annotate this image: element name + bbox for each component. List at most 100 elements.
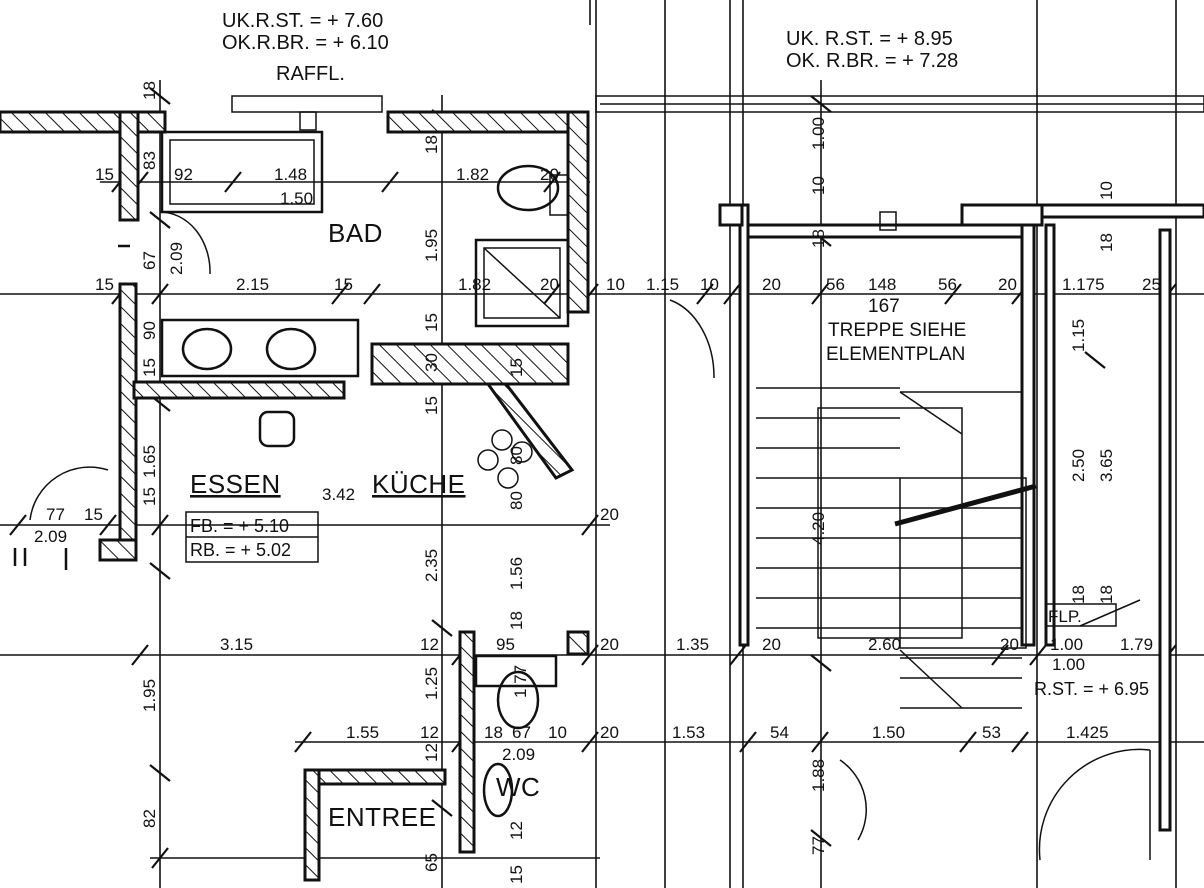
level-rst: R.ST. = + 6.95 — [1034, 679, 1149, 699]
dim-label: 20 — [998, 275, 1017, 294]
header-right-line1: UK. R.ST. = + 8.95 — [786, 28, 953, 50]
level-fb: FB. = + 5.10 — [190, 516, 289, 536]
dim-label: 15 — [95, 275, 114, 294]
dim-label: 92 — [174, 165, 193, 184]
dim-label: 1.425 — [1066, 723, 1109, 742]
dim-label: 1.15 — [646, 275, 679, 294]
dim-label: 3.15 — [220, 635, 253, 654]
dim-label: 3.65 — [1097, 449, 1116, 482]
dim-label: 12 — [420, 723, 439, 742]
bathtub — [160, 130, 324, 214]
dim-label: 1.48 — [274, 165, 307, 184]
dim-label: 4.20 — [809, 512, 828, 545]
room-label-wc: WC — [496, 772, 540, 802]
header-left-line1: UK.R.ST. = + 7.60 — [222, 10, 383, 32]
dim-label: 1.53 — [672, 723, 705, 742]
dim-label: 10 — [1097, 181, 1116, 200]
dim-label: 80 — [507, 491, 526, 510]
dim-label: 1.82 — [458, 275, 491, 294]
vertical-dimensions: 18 83 18 1.00 10 18 10 18 2.09 67 1.95 9… — [140, 81, 1116, 884]
dim-label: 77 — [46, 505, 65, 524]
dim-label: 20 — [600, 635, 619, 654]
dim-label: 15 — [422, 313, 441, 332]
dim-label: 2.15 — [236, 275, 269, 294]
dim-label: 15 — [422, 396, 441, 415]
dim-label: 2.09 — [34, 527, 67, 546]
dim-label: 1.25 — [422, 667, 441, 700]
dim-label: 1.00 — [809, 117, 828, 150]
dim-label: 1.55 — [346, 723, 379, 742]
dim-label: 67 — [512, 723, 531, 742]
dim-label: 15 — [507, 358, 526, 377]
dim-label: 1.95 — [422, 229, 441, 262]
dim-label: 2.09 — [502, 745, 535, 764]
stair-note-line1: TREPPE SIEHE — [828, 320, 966, 341]
dim-label: 2.35 — [422, 549, 441, 582]
dim-label: 10 — [606, 275, 625, 294]
header-notes: UK.R.ST. = + 7.60 OK.R.BR. = + 6.10 RAFF… — [222, 10, 958, 85]
header-left-line3: RAFFL. — [276, 63, 345, 85]
dim-label: 3.42 — [322, 485, 355, 504]
dim-label: 15 — [140, 487, 159, 506]
vanity — [160, 318, 360, 378]
dim-label: 20 — [540, 165, 559, 184]
room-label-bad: BAD — [328, 218, 383, 248]
kitchen-sink-icon — [258, 410, 296, 448]
dim-label: 65 — [422, 853, 441, 872]
dim-label: 148 — [868, 275, 896, 294]
dim-label: 1.35 — [676, 635, 709, 654]
dim-label: 30 — [422, 353, 441, 372]
dim-label: 20 — [600, 723, 619, 742]
dim-label: 83 — [140, 151, 159, 170]
walls — [0, 110, 1204, 882]
dim-label: 56 — [826, 275, 845, 294]
dim-label: 1.79 — [1120, 635, 1153, 654]
dim-label: 25 — [1142, 275, 1161, 294]
dim-label: 82 — [140, 809, 159, 828]
fixtures — [13, 95, 1204, 861]
dim-label: 1.00 — [1050, 635, 1083, 654]
dim-label: 90 — [140, 321, 159, 340]
dim-label: 18 — [809, 229, 828, 248]
room-labels: BAD ESSEN KÜCHE ENTREE WC — [190, 218, 540, 832]
stair-cut-line — [894, 483, 1037, 527]
room-label-essen: ESSEN — [190, 469, 281, 499]
dim-label: 20 — [540, 275, 559, 294]
dim-label: 77 — [809, 836, 828, 855]
level-rb: RB. = + 5.02 — [190, 540, 291, 560]
room-label-entree: ENTREE — [328, 802, 436, 832]
toilet-bad — [496, 164, 560, 212]
stair-note: 167 TREPPE SIEHE ELEMENTPLAN — [826, 296, 966, 365]
dim-label: 1.88 — [809, 759, 828, 792]
dim-label: 15 — [95, 165, 114, 184]
dim-label: 80 — [507, 446, 526, 465]
dim-label: 18 — [507, 611, 526, 630]
dim-label: 2.50 — [1069, 449, 1088, 482]
dim-label: 12 — [420, 635, 439, 654]
dim-label: 18 — [1069, 585, 1088, 604]
dim-label: 18 — [140, 81, 159, 100]
dim-label: 15 — [140, 358, 159, 377]
dim-label: 1.15 — [1069, 319, 1088, 352]
dim-label: 2.09 — [167, 242, 186, 275]
stair-note-line2: ELEMENTPLAN — [826, 344, 965, 365]
dim-label: 1.175 — [1062, 275, 1105, 294]
dim-label: 1.50 — [280, 189, 313, 208]
dim-label: 12 — [507, 821, 526, 840]
dim-label: 1.65 — [140, 445, 159, 478]
dim-label: 1.95 — [140, 679, 159, 712]
dim-label: 18 — [484, 723, 503, 742]
dim-label: 20 — [600, 505, 619, 524]
header-left-line2: OK.R.BR. = + 6.10 — [222, 32, 389, 54]
dim-label: 10 — [700, 275, 719, 294]
dim-label: 56 — [938, 275, 957, 294]
dim-label: 1.77 — [511, 665, 530, 698]
dim-label: 12 — [422, 743, 441, 762]
header-right-line2: OK. R.BR. = + 7.28 — [786, 50, 958, 72]
dim-label: 20 — [762, 275, 781, 294]
dim-label: 10 — [809, 176, 828, 195]
dim-label: 20 — [1000, 635, 1019, 654]
dim-label: 54 — [770, 723, 789, 742]
dim-label: 18 — [1097, 585, 1116, 604]
